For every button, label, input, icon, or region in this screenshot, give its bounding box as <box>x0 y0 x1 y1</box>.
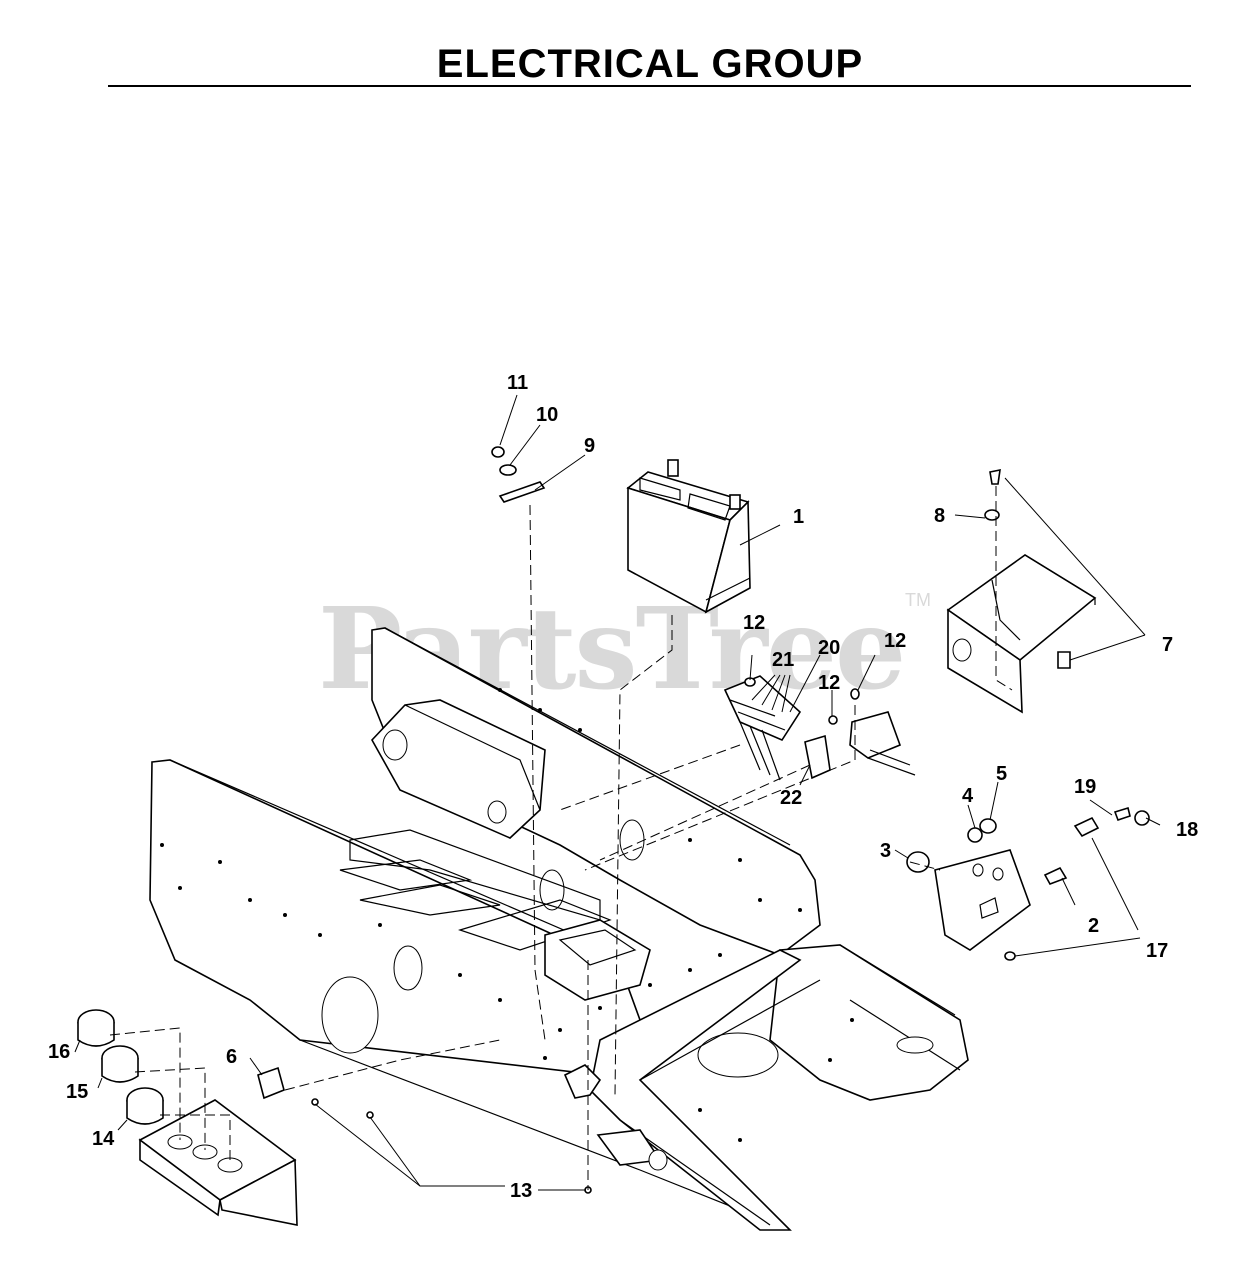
callout-3: 3 <box>880 840 891 862</box>
title-rule <box>108 85 1191 87</box>
page-title: ELECTRICAL GROUP <box>436 42 864 86</box>
callout-12a: 12 <box>743 612 765 634</box>
callout-13: 13 <box>510 1180 532 1202</box>
callout-9: 9 <box>584 435 595 457</box>
callout-15: 15 <box>66 1081 88 1103</box>
callout-2: 2 <box>1088 915 1099 937</box>
assembly-lines <box>109 486 1013 1190</box>
watermark-trademark: TM <box>905 590 931 610</box>
callout-20: 20 <box>818 637 840 659</box>
callout-14: 14 <box>92 1128 115 1150</box>
callout-4: 4 <box>962 785 974 807</box>
callout-1: 1 <box>793 506 804 528</box>
callout-12b: 12 <box>884 630 906 652</box>
hold-down-hardware <box>491 446 546 503</box>
callout-16: 16 <box>48 1041 70 1063</box>
battery <box>626 459 751 614</box>
callout-7: 7 <box>1162 634 1173 656</box>
callout-10: 10 <box>536 404 558 426</box>
leader-lines <box>74 394 1161 1191</box>
callout-22: 22 <box>780 787 802 809</box>
battery-cover <box>946 468 1097 714</box>
switch-bracket <box>906 806 1150 961</box>
callout-21: 21 <box>772 649 794 671</box>
callout-19: 19 <box>1074 776 1096 798</box>
callout-18: 18 <box>1176 819 1198 841</box>
chassis-frame <box>149 627 969 1231</box>
callout-8: 8 <box>934 505 945 527</box>
callout-6: 6 <box>226 1046 237 1068</box>
callout-11: 11 <box>507 372 528 394</box>
relay-connector <box>849 688 916 776</box>
gauge-panel <box>77 1009 592 1226</box>
callout-17: 17 <box>1146 940 1168 962</box>
callout-12c: 12 <box>818 672 840 694</box>
callouts: 1 2 3 4 5 6 7 8 9 10 11 12 12 12 13 14 1… <box>48 372 1198 1202</box>
callout-5: 5 <box>996 763 1007 785</box>
